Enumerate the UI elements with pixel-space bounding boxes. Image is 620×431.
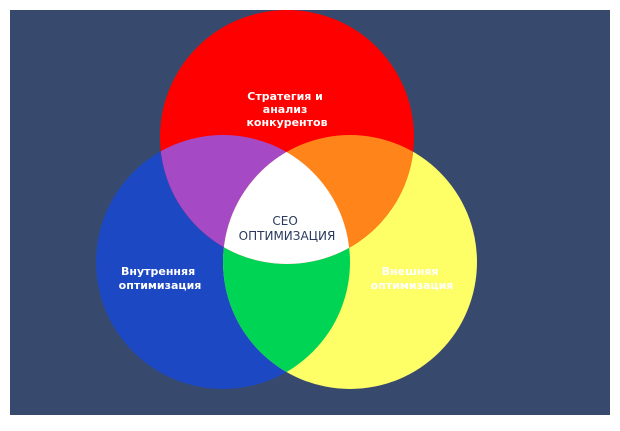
center-overlap-outer bbox=[223, 135, 350, 264]
label-seo-optimization: СЕО ОПТИМИЗАЦИЯ bbox=[239, 214, 336, 243]
label-external-optimization: Внешняя оптимизация bbox=[371, 265, 454, 292]
label-internal-line-1: Внутренняя bbox=[121, 265, 195, 278]
label-external-line-1: Внешняя bbox=[382, 265, 439, 278]
label-strategy-line-1: Стратегия и bbox=[247, 90, 323, 103]
label-internal-optimization: Внутренняя оптимизация bbox=[119, 265, 202, 292]
label-external-line-2: оптимизация bbox=[371, 279, 454, 292]
center-overlap-inner bbox=[223, 135, 350, 264]
label-strategy-line-2: анализ bbox=[263, 103, 308, 116]
label-center-line-2: ОПТИМИЗАЦИЯ bbox=[239, 229, 336, 243]
center-overlap bbox=[223, 135, 350, 264]
label-internal-line-2: оптимизация bbox=[119, 279, 202, 292]
label-center-line-1: СЕО bbox=[272, 214, 297, 228]
label-strategy-analysis: Стратегия и анализ конкурентов bbox=[246, 90, 327, 129]
label-strategy-line-3: конкурентов bbox=[246, 116, 327, 129]
